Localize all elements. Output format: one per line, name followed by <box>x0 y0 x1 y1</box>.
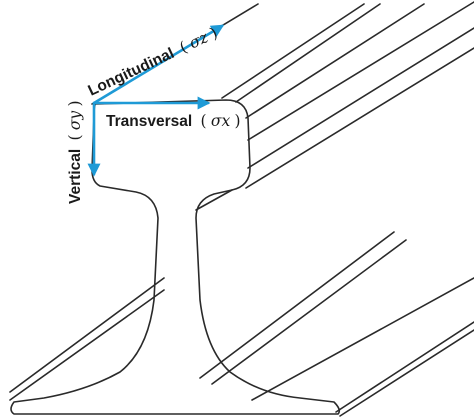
transversal-label: Transversal ( σx ) <box>106 112 241 130</box>
web-line <box>195 189 233 211</box>
head-side-upper-line <box>245 3 425 119</box>
longitudinal-label-close: ) <box>207 24 220 43</box>
transversal-label-word: Transversal <box>106 113 192 130</box>
head-top-edge-right <box>221 3 365 99</box>
transversal-label-symbol: σx <box>211 112 231 130</box>
foot-left-lower-line <box>9 289 165 401</box>
vertical-label-word: Vertical <box>67 149 84 204</box>
foot-left-back-line <box>9 277 165 393</box>
vertical-label-open: ( <box>66 134 84 140</box>
foot-top-line-3 <box>251 277 474 401</box>
foot-top-line-1 <box>199 231 395 379</box>
head-side-lower-line <box>247 27 474 169</box>
rail-profile <box>10 99 341 415</box>
longitudinal-arrow-icon <box>92 24 225 105</box>
longitudinal-label: Longitudinal ( σz ) <box>85 24 220 100</box>
longitudinal-label-symbol: σz <box>186 28 211 53</box>
rail-body <box>9 1 474 417</box>
vertical-label: Vertical ( σy ) <box>66 100 84 204</box>
foot-top-line-2 <box>211 239 407 385</box>
transversal-label-open: ( <box>201 112 207 130</box>
vertical-label-close: ) <box>66 100 84 106</box>
foot-edge-line <box>335 321 474 413</box>
transversal-label-close: ) <box>235 112 241 130</box>
longitudinal-label-word: Longitudinal <box>86 45 177 100</box>
stress-arrows <box>87 24 225 177</box>
head-top-inner-line <box>235 3 381 103</box>
head-side-mid-line <box>247 1 474 141</box>
foot-bottom-line <box>339 329 474 417</box>
vertical-label-symbol: σy <box>66 111 84 131</box>
head-bottom-line <box>245 47 474 189</box>
